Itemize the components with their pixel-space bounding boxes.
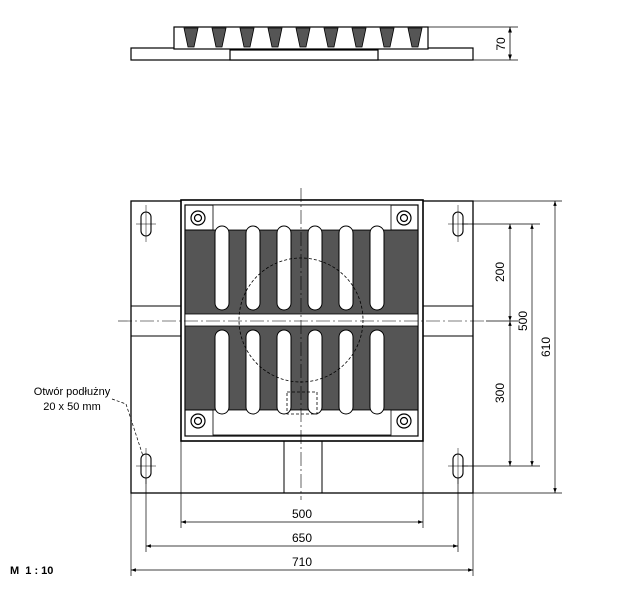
vertical-dimensions [462,200,562,494]
reinforcement-ribs [131,305,473,493]
dim-70-label: 70 [494,37,508,51]
side-grate-bar [323,27,339,48]
grate-slot [369,225,385,311]
side-grate-bar [183,27,199,48]
dim-710-label: 710 [292,555,312,569]
grate-slot [338,329,354,415]
grate-slot [369,329,385,415]
grate-slot [214,329,230,415]
side-view [130,26,474,61]
dim-610-label: 610 [539,337,553,357]
plan-view [118,188,486,500]
side-grate-bar [379,27,395,48]
dim-650-label: 650 [292,531,312,545]
scale-label: M 1 : 10 [10,565,53,577]
dim-500-horizontal-label: 500 [292,507,312,521]
side-center-plate [229,49,379,61]
side-grate-bar [267,27,283,48]
grate-slot [276,329,292,415]
dim-300-label: 300 [493,383,507,403]
bottom-outlet-hidden [286,391,318,415]
corner-bolt [190,210,412,429]
grate-slot [307,225,323,311]
slot-note-line2: 20 x 50 mm [43,401,100,413]
side-grate-bar [211,27,227,48]
side-grate-bar [351,27,367,48]
slot-note-line1: Otwór podłużny [34,386,111,398]
grate-slot [214,225,230,311]
horizontal-dimensions [130,441,474,576]
centerlines [118,188,486,500]
grate-slots [214,225,385,415]
dim-500-vertical-label: 500 [516,311,530,331]
side-grate-bars [183,27,423,48]
grate-slot [276,225,292,311]
side-grate-bar [239,27,255,48]
grate-slot [338,225,354,311]
side-grate-bar [295,27,311,48]
dim-side-height [428,26,518,61]
side-grate-bar [407,27,423,48]
grate-cross-bar [184,313,419,327]
grate-top-band [212,204,392,231]
grate-slot [307,329,323,415]
grate-slot [245,225,261,311]
slot-note-leader [111,398,144,457]
dim-200-label: 200 [493,262,507,282]
grate-slot [245,329,261,415]
